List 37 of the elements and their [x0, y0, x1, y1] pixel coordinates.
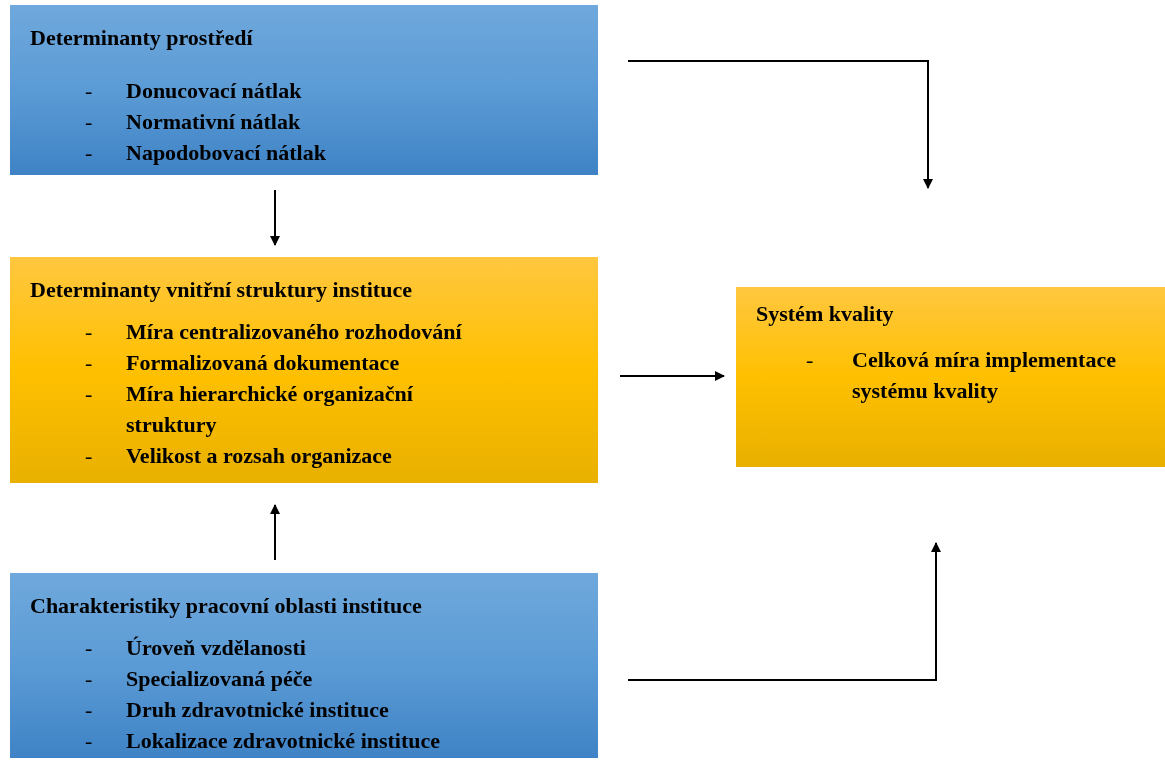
bullet-dash: -: [85, 727, 93, 755]
bullet-dash: -: [85, 318, 93, 346]
list-item: Celková míra implementace systému kvality: [852, 346, 1117, 405]
list-item: Míra centralizovaného rozhodování: [126, 318, 463, 346]
list-item: Úroveň vzdělanosti: [126, 634, 306, 662]
arrow: [627, 60, 933, 189]
characteristics-box: [10, 573, 598, 758]
bullet-dash: -: [806, 346, 814, 374]
list-item: Specializovaná péče: [126, 665, 313, 693]
list-item: Lokalizace zdravotnické instituce: [126, 727, 441, 755]
list-item: Velikost a rozsah organizace: [126, 442, 393, 470]
quality-box: [736, 287, 1165, 467]
bullet-dash: -: [85, 349, 93, 377]
bullet-dash: -: [85, 139, 93, 167]
arrow: [619, 371, 725, 381]
bullet-dash: -: [85, 442, 93, 470]
list-item: Normativní nátlak: [126, 108, 301, 136]
pressure-box: [10, 5, 598, 175]
list-item: Druh zdravotnické instituce: [126, 696, 389, 724]
list-item: Donucovací nátlak: [126, 77, 302, 105]
list-item: Míra hierarchické organizační struktury: [126, 380, 414, 439]
arrow: [270, 189, 280, 246]
bullet-dash: -: [85, 380, 93, 408]
box-heading: Determinanty prostředí: [30, 25, 253, 51]
list-item: Napodobovací nátlak: [126, 139, 326, 167]
arrow: [627, 542, 941, 681]
bullet-dash: -: [85, 665, 93, 693]
list-item: Formalizovaná dokumentace: [126, 349, 401, 377]
bullet-dash: -: [85, 634, 93, 662]
box-heading: Determinanty vnitřní struktury instituce: [30, 277, 412, 303]
arrow: [270, 504, 280, 561]
bullet-dash: -: [85, 696, 93, 724]
box-heading: Charakteristiky pracovní oblasti instituce: [30, 593, 422, 619]
structure-box: [10, 257, 598, 483]
bullet-dash: -: [85, 77, 93, 105]
bullet-dash: -: [85, 108, 93, 136]
box-heading: Systém kvality: [756, 301, 894, 327]
